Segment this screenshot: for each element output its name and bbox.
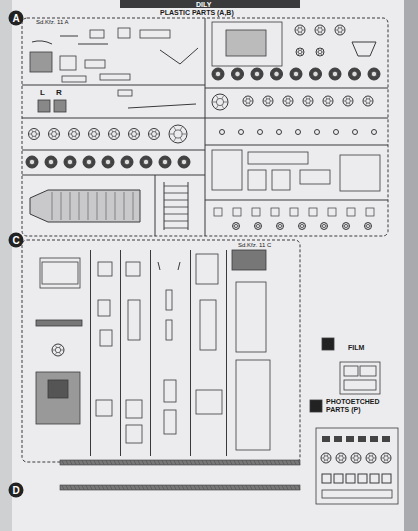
part-label: Sd.Kfz. 11 A: [36, 19, 69, 26]
sprue-letter: A: [12, 13, 19, 24]
sprue-letter: D: [12, 485, 19, 496]
sprue-badge: C: [8, 232, 24, 248]
sprue-badge: A: [8, 10, 24, 26]
section-heading: PHOTOETCHED PARTS (P): [326, 398, 386, 413]
part-label: FILM: [348, 344, 364, 352]
sprue-badge: D: [8, 482, 24, 498]
part-label: PLASTIC PARTS (A,B): [160, 9, 234, 17]
part-label: L: [40, 89, 45, 98]
sprue-letter: C: [12, 235, 19, 246]
part-label: Sd.Kfz. 11 C: [238, 242, 271, 249]
part-label: DILY: [196, 1, 211, 9]
part-label: R: [56, 89, 62, 98]
